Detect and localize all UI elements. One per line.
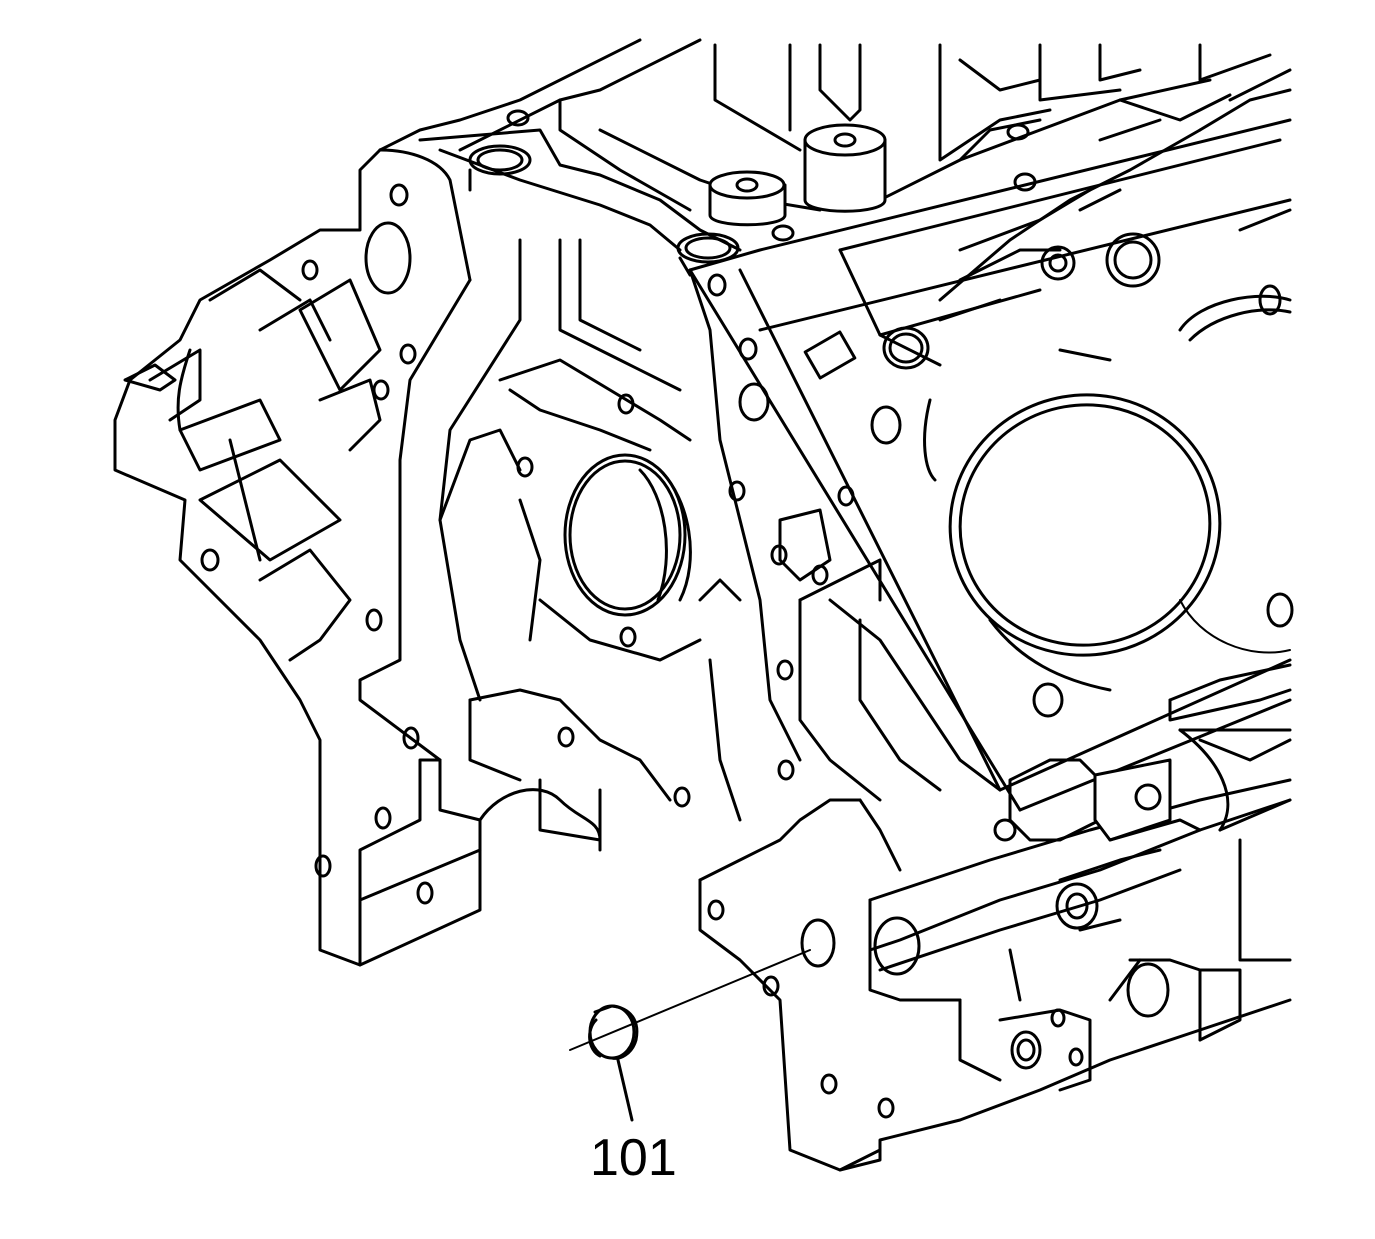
cylinder-bore xyxy=(948,294,1292,657)
block-end-face xyxy=(113,148,482,967)
top-bosses xyxy=(708,123,887,227)
lifter-valley xyxy=(803,68,1292,380)
pan-rail xyxy=(868,663,1292,1092)
deck-bolt-holes xyxy=(870,284,1294,718)
callout-label-101: 101 xyxy=(590,1129,677,1187)
callout-leader-101 xyxy=(616,1058,634,1122)
block-rear-face xyxy=(688,268,1292,1172)
expansion-plug-part xyxy=(588,1004,639,1060)
crank-bore-area xyxy=(358,238,742,852)
leader-line-plug xyxy=(569,949,811,1051)
block-right-side-face xyxy=(688,118,1292,812)
block-front-face xyxy=(418,128,742,277)
